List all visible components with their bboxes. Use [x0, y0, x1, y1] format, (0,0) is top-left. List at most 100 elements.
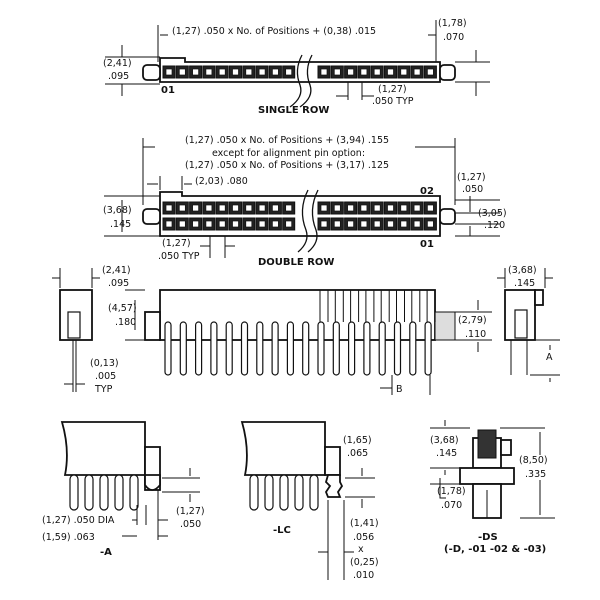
contact-cell-inner — [387, 204, 394, 212]
contact-cell-inner — [258, 68, 266, 76]
contact-spring — [334, 290, 344, 322]
double-row-length-line1: (1,27) .050 x No. of Positions + (3,94) … — [185, 135, 389, 146]
option-a-peg-mm: (1,27) — [176, 506, 205, 517]
double-row-length-line2: except for alignment pin option: — [212, 148, 365, 159]
contact-cell-inner — [360, 204, 368, 212]
contact-cell-inner — [192, 68, 199, 76]
pin — [309, 474, 319, 511]
contact-cell-inner — [333, 68, 341, 76]
pin — [424, 321, 432, 376]
pin-mm: (0,13) — [90, 358, 119, 369]
contact-cell-inner — [413, 204, 421, 212]
double-row-pin2-label: 02 — [420, 186, 434, 197]
option-a-peg-in: .050 — [180, 519, 201, 530]
option-ds-top-in: .145 — [436, 448, 457, 459]
contact-cell-inner — [245, 204, 253, 212]
option-lc-t-mm: (0,25) — [350, 557, 379, 568]
pin — [129, 474, 139, 511]
contact-cell-inner — [347, 220, 354, 228]
contact-cell-inner — [413, 220, 421, 228]
single-row-tab-in: .070 — [443, 32, 464, 43]
contact-cell-inner — [360, 68, 368, 76]
contact-cell-inner — [320, 68, 328, 76]
contact-spring — [411, 290, 421, 322]
pin — [249, 474, 259, 511]
contact-cell-inner — [272, 220, 279, 228]
option-a-dia: (1,27) .050 DIA — [42, 515, 115, 526]
pin — [363, 321, 371, 376]
contact-cell-inner — [245, 68, 253, 76]
contact-cell-inner — [258, 220, 266, 228]
end-width-in: .095 — [108, 278, 129, 289]
option-lc-w-in: .056 — [353, 532, 374, 543]
contact-cell-inner — [218, 220, 226, 228]
contact-cell-inner — [232, 68, 239, 76]
option-ds-mid-in: .070 — [441, 500, 462, 511]
contact-cell-inner — [178, 204, 186, 212]
option-lc-x: x — [358, 544, 364, 555]
double-row-title: DOUBLE ROW — [258, 257, 334, 268]
contact-cell-inner — [400, 68, 408, 76]
hatch-mm: (2,79) — [458, 315, 487, 326]
contact-cell-inner — [333, 220, 341, 228]
contact-cell-inner — [285, 220, 293, 228]
contact-cell-inner — [373, 204, 381, 212]
pin — [302, 321, 310, 376]
contact-cell-inner — [320, 204, 328, 212]
contact-spring — [350, 290, 360, 322]
end-width-mm: (2,41) — [102, 265, 131, 276]
single-row-view: (1,27) .050 x No. of Positions + (0,38) … — [103, 18, 490, 116]
option-ds-title: -DS — [478, 532, 498, 543]
option-lc-t-in: .010 — [353, 570, 374, 581]
single-row-height-in: .095 — [108, 71, 129, 82]
pin — [348, 321, 356, 376]
option-ds-mid-mm: (1,78) — [437, 486, 466, 497]
option-ds-view: (3,68) .145 (1,78) .070 (8,50) .335 -DS … — [430, 420, 555, 555]
contact-cell-inner — [232, 220, 239, 228]
pin — [195, 321, 203, 376]
single-row-pitch-in: .050 TYP — [372, 96, 414, 107]
pin — [179, 321, 187, 376]
double-row-tab-mm: (3,05) — [478, 208, 507, 219]
pin — [69, 474, 79, 511]
double-row-height-mm: (3,68) — [103, 205, 132, 216]
contact-cell-inner — [178, 68, 186, 76]
contact-cell-inner — [245, 220, 253, 228]
contact-cell-inner — [413, 68, 421, 76]
double-row-row-in: .050 — [462, 184, 483, 195]
body-height-in: .180 — [115, 317, 136, 328]
option-ds-subtitle: (-D, -01 -02 & -03) — [444, 544, 546, 555]
single-row-tab-mm: (1,78) — [438, 18, 467, 29]
option-lc-w-mm: (1,41) — [350, 518, 379, 529]
pin — [84, 474, 94, 511]
pin — [393, 321, 402, 376]
pin — [332, 321, 340, 376]
double-row-length-line3: (1,27) .050 x No. of Positions + (3,17) … — [185, 160, 389, 171]
contact-cell-inner — [400, 204, 408, 212]
option-a-title: -A — [100, 547, 112, 558]
contact-cell-inner — [387, 220, 394, 228]
option-lc-view: (1,65) .065 (1,41) .056 x (0,25) .010 -L… — [240, 421, 379, 581]
contact-cell-inner — [192, 220, 199, 228]
pin — [409, 321, 417, 376]
double-row-height-in: .145 — [110, 219, 131, 230]
contact-cell-inner — [178, 220, 186, 228]
option-lc-h-in: .065 — [347, 448, 368, 459]
body-height-mm: (4,57) — [108, 303, 137, 314]
contact-cell-inner — [387, 68, 394, 76]
double-row-row-mm: (1,27) — [457, 172, 486, 183]
option-ds-top-mm: (3,68) — [430, 435, 459, 446]
side-views: (2,41) .095 (0,13) .005 TYP (4,57) .180 … — [52, 265, 560, 395]
contact-cell-inner — [165, 68, 173, 76]
pin — [286, 321, 294, 376]
end2-width-in: .145 — [514, 278, 535, 289]
option-a-view: (1,27) .050 DIA (1,59) .063 (1,27) .050 … — [42, 421, 205, 558]
single-row-pin1-label: 01 — [161, 85, 175, 96]
contact-cell-inner — [347, 204, 354, 212]
double-row-pin1-label: 01 — [420, 239, 434, 250]
contact-spring — [319, 290, 329, 322]
contact-cell-inner — [427, 68, 434, 76]
contact-cell-inner — [320, 220, 328, 228]
single-row-pitch-mm: (1,27) — [378, 84, 407, 95]
